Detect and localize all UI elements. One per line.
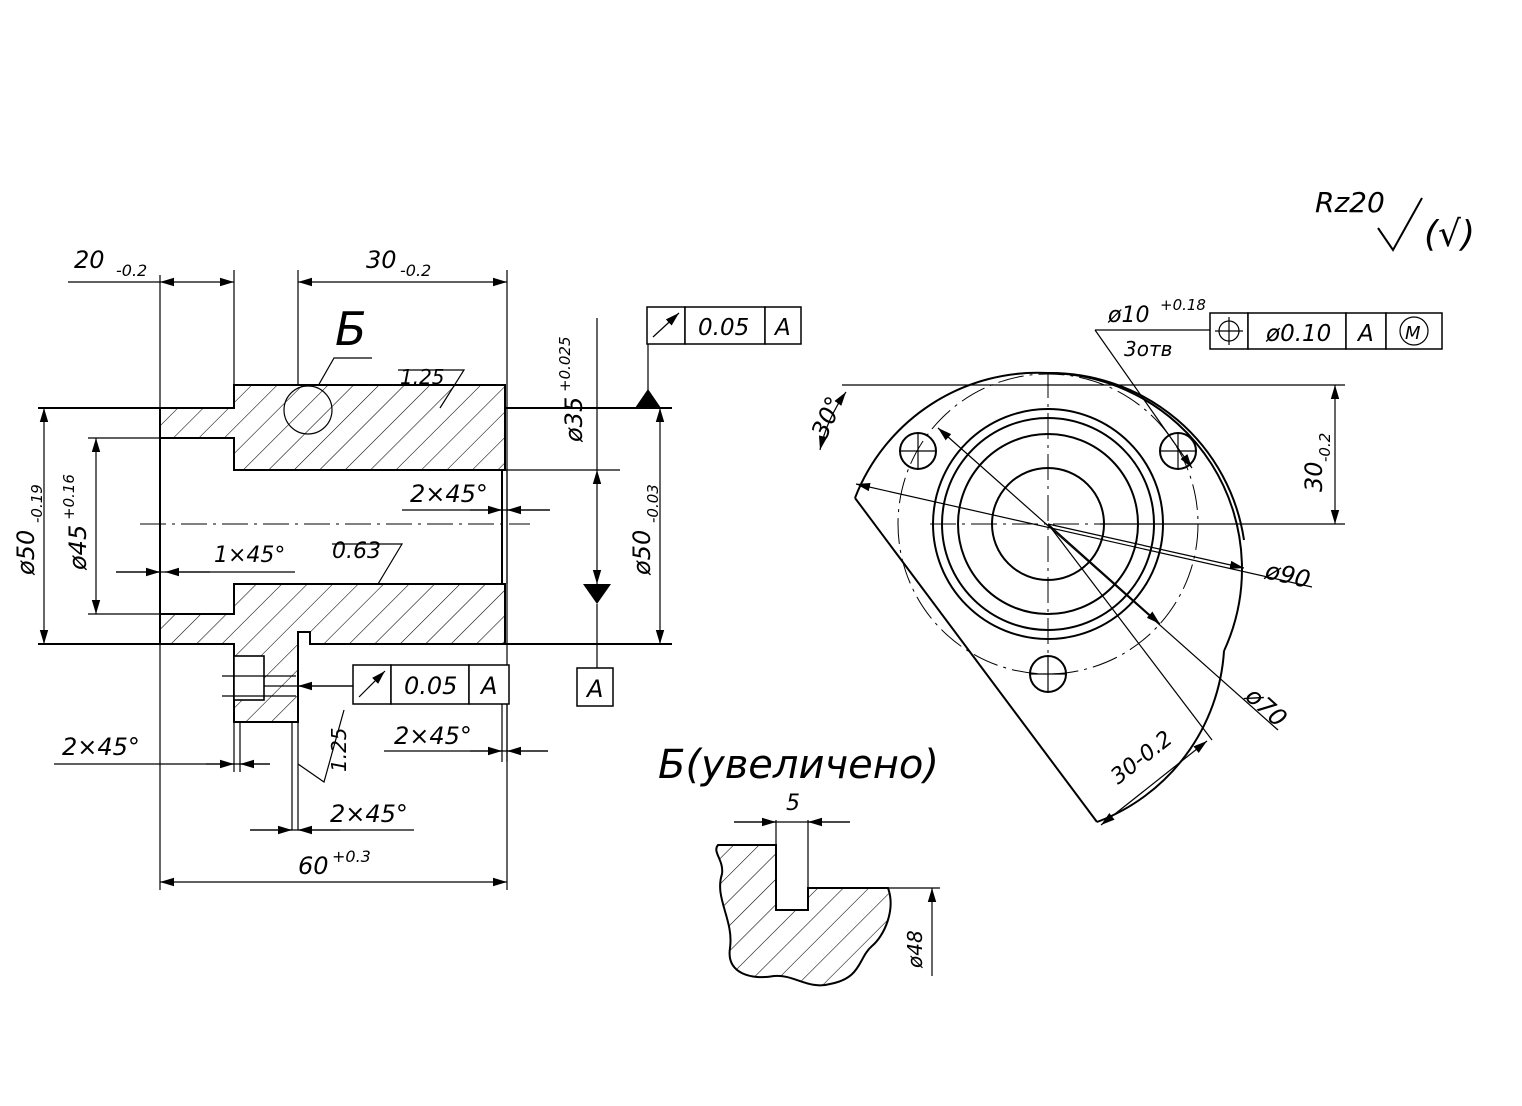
position-datum: A (1356, 321, 1374, 347)
dim-30-tol: -0.2 (400, 261, 431, 280)
detail-dim-48: ø48 (903, 930, 927, 969)
runout-arrow-bottom-icon (358, 670, 386, 698)
runout-bottom-datum: A (479, 672, 497, 700)
dim-50-right: ø50 (628, 530, 656, 576)
chamfer-2x45-right: 2×45° (394, 722, 472, 750)
dim-60: 60 (298, 852, 329, 880)
section-view: Б 20 -0.2 30 -0.2 1.25 ø35 +0.025 A (12, 246, 802, 890)
angle-30: 30° (806, 392, 849, 442)
chamfer-2x45-bottom: 2×45° (330, 800, 408, 828)
bolt-hole-2 (1159, 432, 1197, 470)
runout-frame-top: 0.05 A (646, 306, 802, 345)
dim-35: ø35 (560, 397, 588, 443)
dim-45-tol: +0.16 (60, 474, 78, 520)
bolt-hole-1 (899, 432, 937, 470)
bolt-hole-3 (1029, 655, 1067, 693)
general-roughness: Rz20 (√) (1315, 186, 1475, 255)
position-crosshair-icon (1215, 317, 1243, 345)
roughness-paren-text: (√) (1424, 214, 1475, 255)
detail-title: Б(увеличено) (658, 742, 939, 788)
runout-arrow-icon (652, 312, 680, 338)
dim-70: ø70 (1239, 681, 1292, 733)
position-tol: ø0.10 (1265, 321, 1331, 347)
roughness-general-text: Rz20 (1315, 186, 1385, 219)
rough-125-bottom: 1.25 (327, 727, 351, 772)
dim-30-right-tol: -0.2 (1316, 433, 1334, 462)
chamfer-2x45-left: 2×45° (62, 733, 140, 761)
dim-50-right-tol: -0.03 (644, 484, 662, 523)
rough-063: 0.63 (332, 539, 381, 564)
section-mark-label: Б (335, 302, 367, 356)
dim-35-tol: +0.025 (556, 336, 574, 392)
detail-dim-5: 5 (786, 791, 800, 816)
chamfer-2x45-upper: 2×45° (410, 480, 488, 508)
dim-30-right: 30 (1300, 461, 1328, 492)
dim-50-left-tol: -0.19 (28, 484, 46, 523)
runout-top-datum: A (773, 315, 791, 341)
datum-label: A (585, 675, 603, 703)
end-view: 30° ø90 ø70 30 -0.2 30-0.2 ø10 + (806, 296, 1443, 826)
dim-10: ø10 (1107, 303, 1149, 328)
dim-60-tol: +0.3 (332, 847, 371, 866)
position-frame: ø0.10 A M (1209, 312, 1443, 350)
dim-20-tol: -0.2 (116, 261, 147, 280)
dim-50-left: ø50 (12, 530, 40, 576)
dim-30-bottom: 30-0.2 (1106, 726, 1177, 789)
datum-triangle-top-icon (635, 389, 661, 408)
datum-triangle-icon (583, 584, 611, 604)
position-modifier: M (1405, 323, 1421, 344)
detail-view: Б(увеличено) 5 ø48 (658, 742, 940, 987)
hatch-regions (159, 384, 506, 723)
holes-count: 3отв (1124, 337, 1172, 361)
dim-10-tol: +0.18 (1160, 296, 1206, 314)
dim-45: ø45 (64, 525, 92, 571)
rough-125-top: 1.25 (400, 365, 445, 389)
runout-bottom-tol: 0.05 (404, 672, 457, 700)
runout-frame-bottom: 0.05 A (264, 664, 510, 705)
dim-30: 30 (366, 246, 397, 274)
runout-top-tol: 0.05 (698, 315, 749, 341)
dim-20: 20 (74, 246, 105, 274)
dim-90: ø90 (1262, 556, 1313, 594)
chamfer-1x45: 1×45° (214, 543, 285, 568)
roughness-check-icon (1377, 197, 1423, 252)
